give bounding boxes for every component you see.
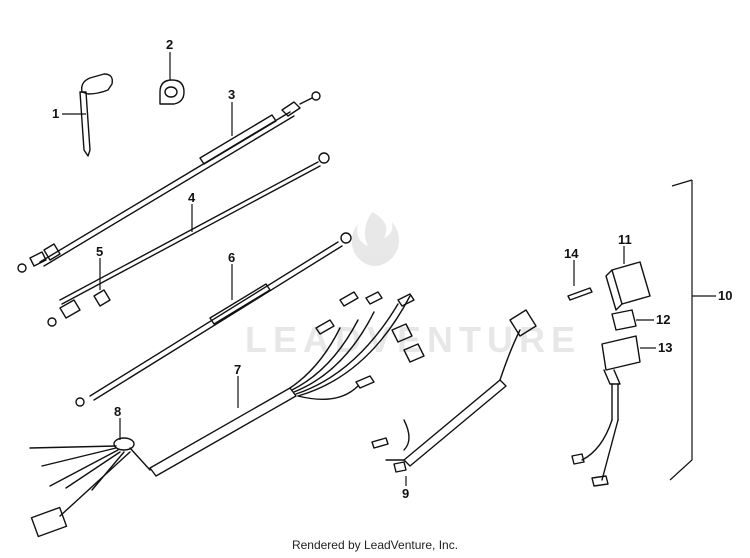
callout-7: 7 — [234, 362, 241, 377]
callout-2: 2 — [166, 37, 173, 52]
callout-1: 1 — [52, 106, 59, 121]
part-12-fuse: 12 — [611, 309, 670, 331]
part-4-cable: 4 — [59, 152, 330, 305]
callout-9: 9 — [402, 486, 409, 501]
callout-10: 10 — [718, 288, 732, 303]
part-14-screw: 14 — [564, 246, 593, 301]
part-11-relay: 11 — [605, 232, 651, 311]
part-8-pigtail: 8 — [29, 404, 151, 538]
watermark-text: LEADVENTURE — [245, 319, 581, 360]
callout-13: 13 — [658, 340, 672, 355]
callout-11: 11 — [618, 232, 632, 247]
watermark: LEADVENTURE — [245, 212, 581, 360]
part-9-sub-harness: 9 — [371, 309, 537, 501]
part-10-bracket: 10 — [669, 179, 732, 481]
footer-credit: Rendered by LeadVenture, Inc. — [291, 538, 459, 552]
callout-6: 6 — [228, 250, 235, 265]
part-3-cable: 3 — [17, 87, 321, 273]
callout-8: 8 — [114, 404, 121, 419]
part-6-cable: 6 — [75, 232, 352, 407]
flame-logo-icon — [351, 212, 400, 266]
part-2-clamp: 2 — [159, 37, 185, 105]
callout-5: 5 — [96, 244, 103, 259]
part-13-fuse-holder: 13 — [571, 335, 672, 487]
callout-3: 3 — [228, 87, 235, 102]
callout-4: 4 — [188, 190, 196, 205]
part-5-boot: 5 — [47, 244, 111, 327]
callout-12: 12 — [656, 312, 670, 327]
callout-14: 14 — [564, 246, 579, 261]
part-1-tie-strap: 1 — [52, 73, 114, 157]
part-7-main-harness: 7 — [149, 291, 425, 477]
